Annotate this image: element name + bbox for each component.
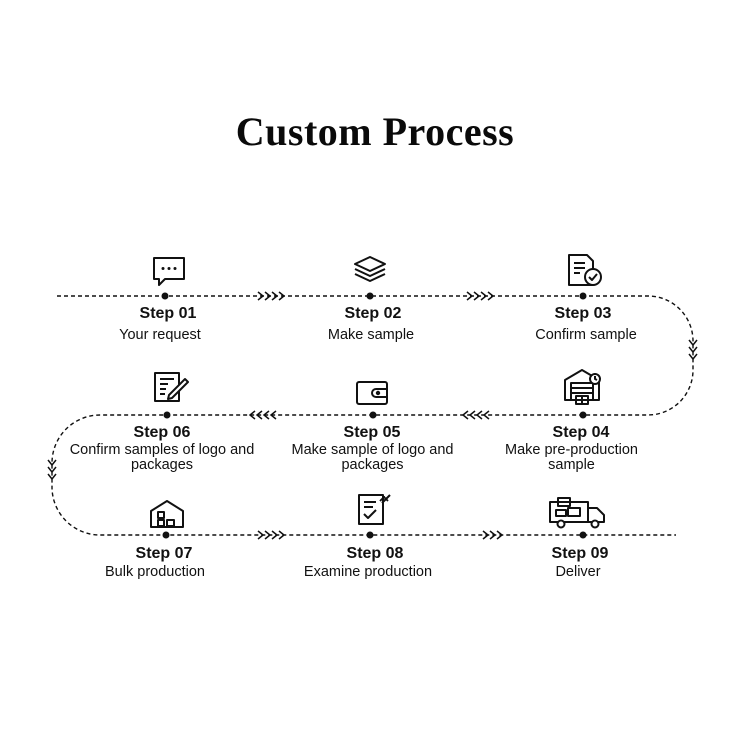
- factory-icon: [150, 500, 184, 528]
- step-08-label: Step 08: [346, 545, 404, 562]
- step-01-label: Step 01: [139, 305, 197, 322]
- document-check-icon: [568, 254, 602, 286]
- step-07-text: Bulk production: [105, 564, 205, 580]
- step-02-text: Make sample: [327, 327, 415, 343]
- step-07-label: Step 07: [135, 545, 193, 562]
- wallet-icon: [356, 381, 388, 405]
- chat-icon: [153, 257, 185, 286]
- warehouse-icon: [564, 369, 601, 405]
- step-04-text: Make pre-production sample: [505, 442, 638, 473]
- step-01-text: Your request: [119, 327, 201, 343]
- step-04-label: Step 04: [552, 424, 610, 441]
- step-06-text: Confirm samples of logo and packages: [69, 442, 255, 473]
- step-08-text: Examine production: [303, 564, 433, 580]
- checklist-icon: [358, 494, 391, 525]
- step-05-text: Make sample of logo and packages: [291, 442, 454, 473]
- page-title: Custom Process: [235, 109, 515, 154]
- step-03-text: Confirm sample: [535, 327, 637, 343]
- edit-document-icon: [154, 372, 189, 402]
- step-09-label: Step 09: [551, 545, 609, 562]
- step-09-text: Deliver: [555, 564, 601, 580]
- step-06-label: Step 06: [133, 424, 191, 441]
- step-03-label: Step 03: [554, 305, 612, 322]
- step-02-label: Step 02: [344, 305, 402, 322]
- step-05-label: Step 05: [343, 424, 401, 441]
- layers-icon: [354, 256, 386, 282]
- truck-icon: [549, 497, 605, 529]
